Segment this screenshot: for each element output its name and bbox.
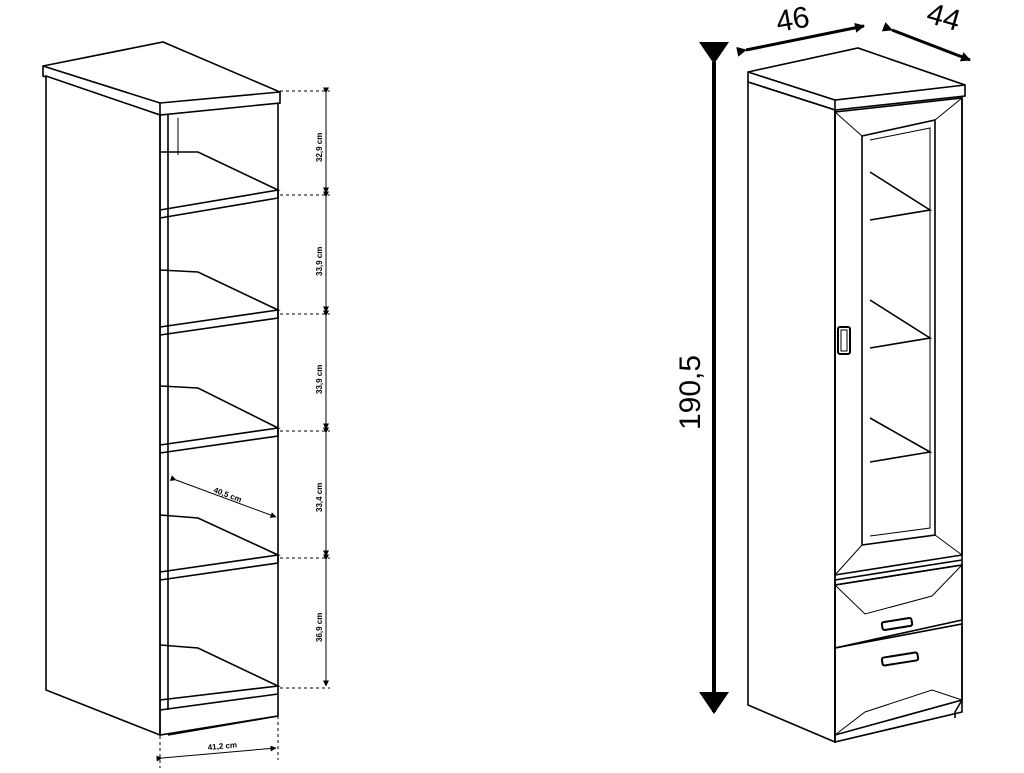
- cabinet-side-right: [747, 80, 836, 744]
- glass-door-cabinet: 46 44 190,5: [674, 0, 971, 744]
- shelf-height-2: 33,9 cm: [315, 247, 324, 276]
- drawer-top-handle[interactable]: [880, 616, 914, 632]
- height-label: 190,5: [674, 355, 707, 430]
- shelf-3: [159, 385, 281, 454]
- shelf-bottom: [159, 644, 281, 701]
- drawer-bottom[interactable]: [834, 623, 963, 737]
- inner-depth-arrow: [169, 475, 277, 518]
- shelf-height-4: 33,4 cm: [315, 483, 324, 512]
- cabinet-side-panel: [45, 74, 161, 737]
- width-label: 46: [773, 1, 812, 39]
- drawer-bottom-handle[interactable]: [880, 651, 920, 667]
- shelf-4: [159, 514, 281, 581]
- inner-width-arrow: [156, 745, 277, 762]
- shelf-2: [159, 269, 281, 336]
- shelf-height-3: 33,9 cm: [315, 365, 324, 394]
- door-handle[interactable]: [837, 326, 851, 355]
- shelf-height-dimensions: 32,9 cm 33,9 cm 33,9 cm 33,4 cm 36,9 cm: [280, 87, 330, 689]
- shelf-height-5: 36,9 cm: [315, 613, 324, 642]
- open-shelf-cabinet: 40,5 cm 41,2 cm 32,9 cm 33,9 cm 33,9 cm …: [42, 41, 330, 768]
- depth-arrow: [881, 22, 971, 62]
- depth-label: 44: [923, 0, 964, 38]
- glass-door: [834, 97, 963, 576]
- inner-depth-label: 40,5 cm: [212, 485, 243, 504]
- drawer-top[interactable]: [834, 564, 963, 649]
- inner-width-label: 41,2 cm: [207, 740, 237, 752]
- width-arrow: [736, 22, 865, 57]
- shelf-height-1: 32,9 cm: [315, 133, 324, 162]
- shelf-1: [159, 151, 281, 219]
